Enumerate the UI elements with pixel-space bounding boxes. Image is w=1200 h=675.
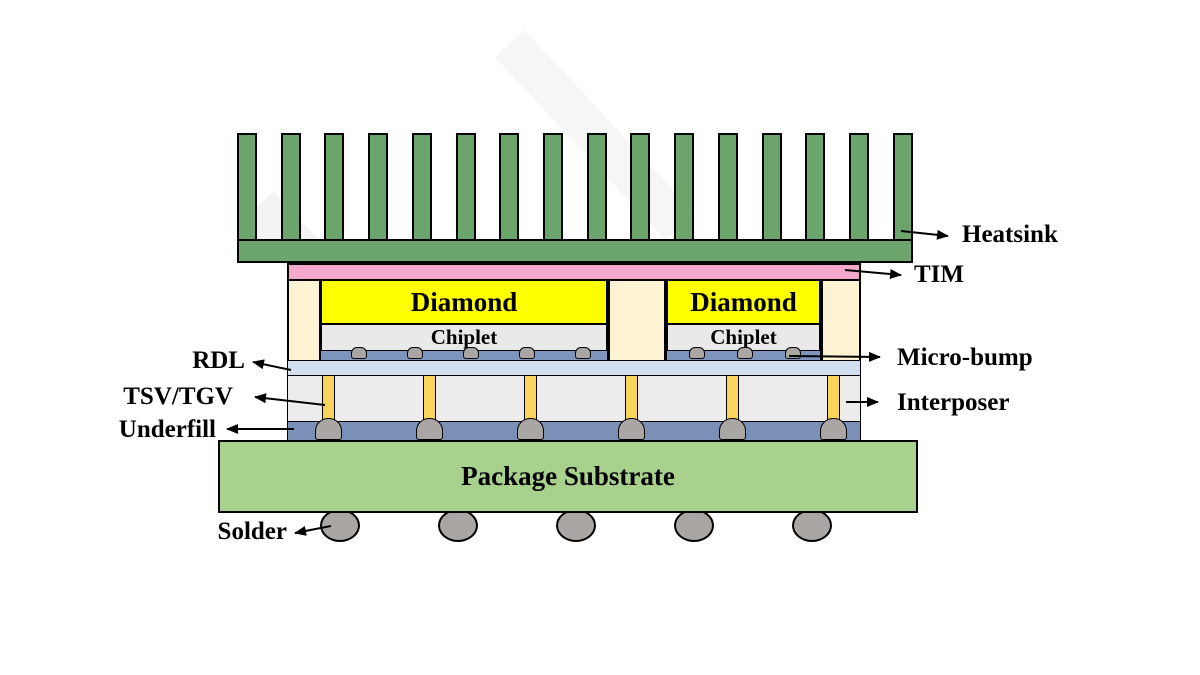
heatsink-fin [586, 133, 607, 243]
heatsink-fin [630, 133, 651, 243]
micro-bump [463, 347, 479, 359]
chiplet-block-1: Chiplet [320, 323, 608, 352]
c4-bump [719, 418, 746, 440]
solder-ball-row [218, 509, 918, 545]
heatsink-fin [849, 133, 870, 243]
c4-bump [820, 418, 847, 440]
heatsink-fin [280, 133, 301, 243]
micro-bump [737, 347, 753, 359]
micro-bump [785, 347, 801, 359]
c4-bump [517, 418, 544, 440]
mold-column [821, 279, 861, 362]
tsv-tgv-via [423, 375, 436, 422]
rdl-arrow [252, 359, 292, 371]
c4-bump [416, 418, 443, 440]
micro-bump [407, 347, 423, 359]
mold-column [287, 279, 321, 362]
underfill-layer [287, 418, 861, 442]
interposer-label: Interposer [897, 389, 1010, 416]
heatsink-fin [761, 133, 782, 243]
package-substrate-label: Package Substrate [461, 461, 675, 491]
heatsink-fins [237, 133, 913, 243]
heatsink-fin [455, 133, 476, 243]
solder-ball [674, 509, 714, 542]
heatsink-fin [324, 133, 345, 243]
c4-bump [315, 418, 342, 440]
tsv-tgv-via [726, 375, 739, 422]
heatsink-fin [543, 133, 564, 243]
solder-label: Solder [217, 518, 287, 545]
micro-bump [519, 347, 535, 359]
tsv-tgv-via [625, 375, 638, 422]
underfill-label: Underfill [118, 416, 216, 443]
die-region: Diamond Chiplet Diamond Chiplet [287, 279, 861, 362]
heatsink-fin [237, 133, 257, 243]
heatsink-fin [674, 133, 695, 243]
solder-ball [438, 509, 478, 542]
rdl-label: RDL [192, 347, 245, 374]
tim-label: TIM [914, 261, 964, 288]
heatsink-base [237, 239, 913, 263]
heatsink-fin [499, 133, 520, 243]
tsv-tgv-label: TSV/TGV [123, 383, 233, 410]
solder-ball [792, 509, 832, 542]
heatsink-fin [717, 133, 738, 243]
microbump-label: Micro-bump [897, 344, 1033, 371]
heatsink-fin [892, 133, 913, 243]
package-substrate: Package Substrate [218, 440, 918, 513]
micro-bump [689, 347, 705, 359]
die-stack-2: Diamond Chiplet [666, 279, 821, 362]
heatsink-fin [805, 133, 826, 243]
c4-bump [618, 418, 645, 440]
interposer-layer [287, 375, 861, 423]
tsv-tgv-via [322, 375, 335, 422]
diamond-block-2: Diamond [666, 279, 821, 325]
tsv-tgv-via [827, 375, 840, 422]
heatsink-fin [411, 133, 432, 243]
mold-column [608, 279, 666, 362]
heatsink-label: Heatsink [962, 221, 1058, 248]
solder-ball [556, 509, 596, 542]
die-stack-1: Diamond Chiplet [320, 279, 608, 362]
tsv-tgv-via [524, 375, 537, 422]
diamond-block-1: Diamond [320, 279, 608, 325]
micro-bump [351, 347, 367, 359]
micro-bump [575, 347, 591, 359]
heatsink [237, 133, 913, 263]
solder-ball [320, 509, 360, 542]
heatsink-fin [368, 133, 389, 243]
